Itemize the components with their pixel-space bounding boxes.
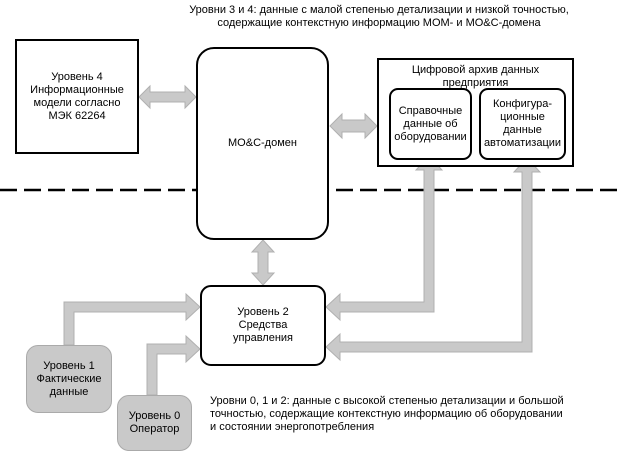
arrow-level0-to-level2 (146, 334, 201, 396)
level4-box: Уровень 4 Информационные модели согласно… (15, 39, 139, 154)
automation-config-box: Конфигура- ционные данные автоматизации (479, 88, 566, 160)
level0-box: Уровень 0 Оператор (117, 395, 192, 451)
archive-title: Цифровой архив данных предприятия (411, 64, 540, 89)
top-caption: Уровни 3 и 4: данные с малой степенью де… (189, 4, 569, 29)
arrow-level2-equipment-ref (325, 155, 444, 322)
arrow-moc-level2 (250, 239, 276, 286)
arrow-level4-moc (138, 84, 197, 110)
moc-domain-box: МО&С-домен (196, 47, 329, 240)
level2-box: Уровень 2 Средства управления (200, 285, 326, 366)
equipment-ref-box: Справочные данные об оборудовании (389, 88, 472, 160)
arrow-moc-archive (329, 112, 378, 140)
arrow-level1-to-level2 (63, 292, 201, 346)
level1-box: Уровень 1 Фактические данные (26, 345, 112, 413)
bottom-caption: Уровни 0, 1 и 2: данные с высокой степен… (210, 395, 564, 433)
